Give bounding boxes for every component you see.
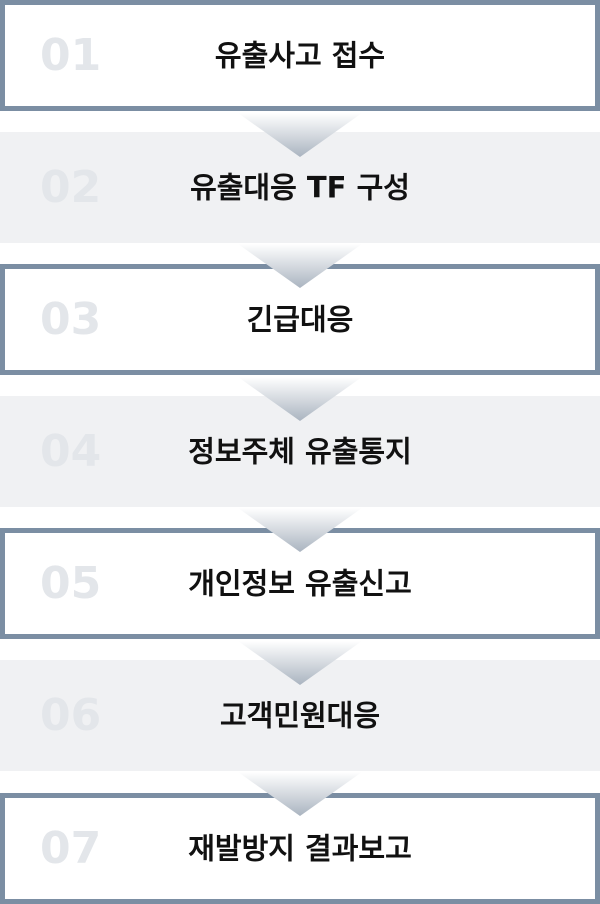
down-arrow-icon (238, 244, 362, 288)
step-label: 유출사고 접수 (214, 38, 386, 72)
down-arrow-icon (238, 508, 362, 552)
step-number: 03 (40, 293, 102, 345)
down-arrow-icon (238, 377, 362, 421)
step-number: 02 (40, 161, 102, 213)
down-arrow-icon (238, 113, 362, 157)
step-label: 개인정보 유출신고 (188, 566, 412, 600)
step-label: 정보주체 유출통지 (188, 434, 412, 468)
step-label: 긴급대응 (246, 302, 354, 336)
step-number: 06 (40, 689, 102, 741)
step-label: 재발방지 결과보고 (188, 831, 412, 865)
step-label: 유출대응 TF 구성 (190, 170, 410, 204)
step-label: 고객민원대응 (219, 698, 381, 732)
step-number: 01 (40, 29, 102, 81)
down-arrow-icon (238, 772, 362, 816)
step-number: 04 (40, 425, 102, 477)
down-arrow-icon (238, 641, 362, 685)
step-number: 07 (40, 822, 102, 874)
step-number: 05 (40, 557, 102, 609)
step-1: 01 유출사고 접수 (0, 0, 600, 111)
